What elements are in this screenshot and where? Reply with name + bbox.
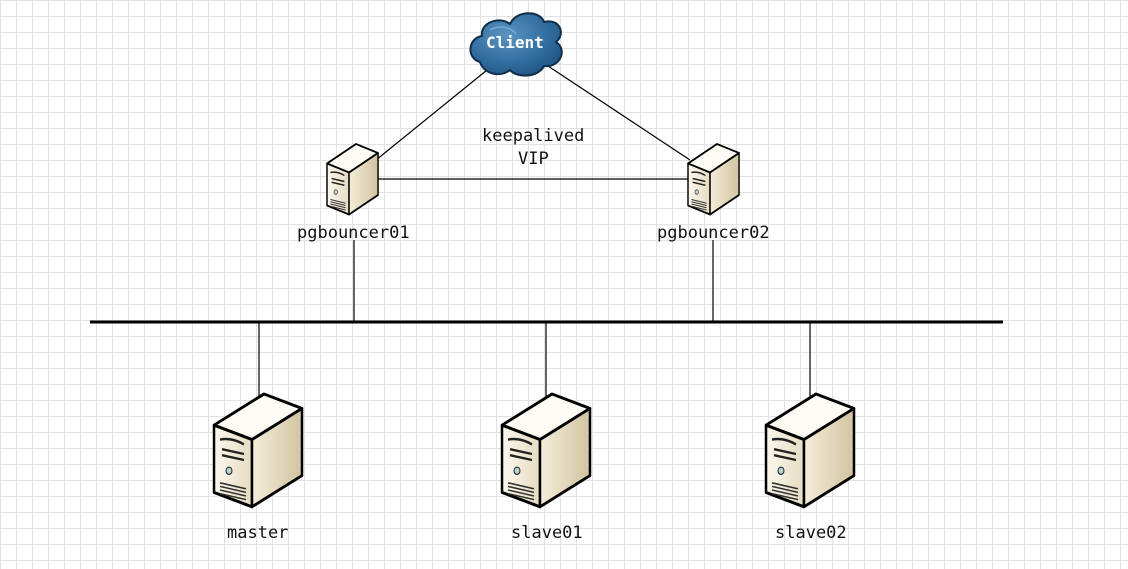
slave01-label: slave01 [511, 523, 583, 543]
slave02-label: slave02 [775, 523, 847, 543]
pgbouncer02-server-icon [687, 143, 740, 216]
pgbouncer02-label: pgbouncer02 [657, 223, 770, 243]
pgbouncer01-server-icon [326, 143, 379, 216]
pgbouncer01-label: pgbouncer01 [297, 223, 410, 243]
slave01-server-icon [500, 392, 592, 509]
client-cloud-icon [469, 12, 563, 77]
keepalived-label: keepalived [482, 126, 585, 146]
slave02-server-icon [764, 392, 856, 509]
client-label: Client [486, 33, 544, 52]
master-server-icon [212, 392, 304, 509]
link-client-pgbouncer01 [375, 65, 493, 161]
vip-label: VIP [518, 149, 549, 169]
link-client-pgbouncer02 [547, 65, 691, 161]
master-label: master [227, 523, 289, 543]
